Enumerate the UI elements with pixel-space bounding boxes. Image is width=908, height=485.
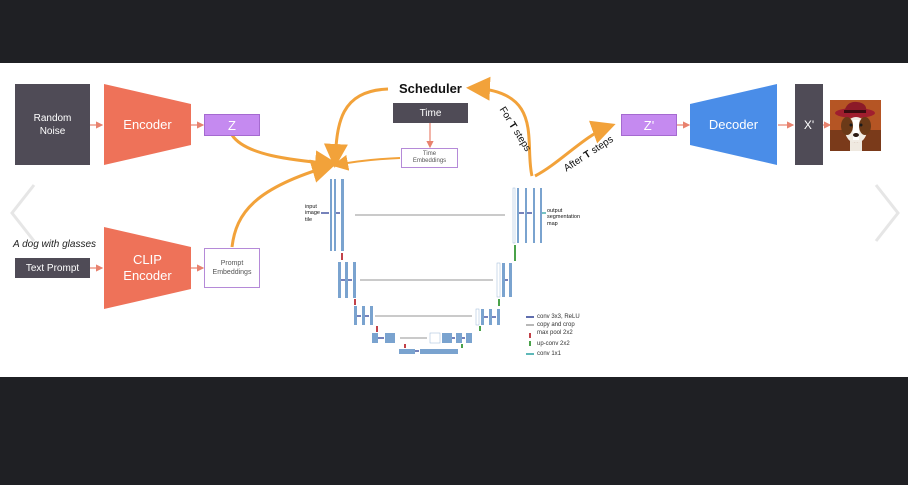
random-noise-box: Random Noise [15,84,90,165]
unet-feature-map [466,333,472,343]
scheduler-to-unet-arrow [323,87,389,168]
unet-feature-map [456,333,462,343]
unet-feature-map [354,306,357,325]
unet-feature-map [399,349,415,354]
unet-feature-map [385,333,395,343]
unet-feature-map [540,188,542,243]
unet-feature-map [370,306,373,325]
unet-feature-map [509,263,512,297]
unet-architecture-diagram [321,179,546,355]
legend-up-conv: up-conv 2x2 [537,341,570,347]
legend-conv-1x1: conv 1x1 [537,351,562,357]
time-box: Time [393,103,468,123]
z-prime-box: Z' [621,114,677,136]
scheduler-label: Scheduler [399,81,462,96]
prompt-embeddings-box: Prompt Embeddings [204,248,260,288]
clip-encoder-shape [104,227,191,309]
prompt-caption: A dog with glasses [13,239,97,250]
unet-feature-map [345,262,348,298]
unet-feature-map [497,309,500,325]
legend-copy-crop: copy and crop [537,322,575,328]
unet-feature-map [512,187,516,244]
time-embeddings-to-unet-arrow [332,154,401,171]
unet-feature-map [517,188,519,243]
unet-feature-map [442,333,452,343]
z-latent-box: Z [204,114,260,136]
decoder-shape [690,84,777,165]
unet-to-zprime-arrow [534,120,616,178]
chevron-right-icon[interactable] [872,183,902,253]
unet-feature-map [338,262,341,298]
unet-feature-map [481,309,484,325]
chevron-left-icon[interactable] [8,183,38,253]
diagram-connectors [90,76,832,309]
encoder-shape [104,84,191,165]
unet-output-label: output segmentation map [547,208,581,227]
embeddings-to-unet-arrow [230,159,336,248]
encoder-label: Encoder [123,117,172,132]
legend-max-pool: max pool 2x2 [537,330,573,336]
clip-encoder-label: CLIP Encoder [123,251,172,283]
time-embeddings-box: Time Embeddings [401,148,458,168]
unet-input-label: input image tile [305,204,320,223]
unet-feature-map [475,308,480,326]
unet-feature-map [362,306,365,325]
unet-to-scheduler-arrow [466,76,534,177]
unet-feature-map [496,262,501,298]
slide: Random Noise Encoder Z A dog with glasse… [0,63,908,377]
unet-feature-map [372,333,378,343]
unet-feature-map [533,188,535,243]
unet-feature-map [429,332,441,344]
unet-feature-map [330,179,332,251]
text-prompt-box: Text Prompt [15,258,90,278]
unet-feature-map [334,179,336,251]
unet-feature-map [341,179,344,251]
unet-feature-map [420,349,440,354]
decoder-label: Decoder [708,117,759,132]
unet-feature-map [440,349,458,354]
unet-feature-map [502,263,505,297]
unet-feature-map [489,309,492,325]
x-prime-box: X' [795,84,823,165]
legend-conv: conv 3x3, ReLU [537,314,580,320]
dog-with-hat-image [830,100,881,151]
unet-feature-map [525,188,527,243]
unet-feature-map [353,262,356,298]
